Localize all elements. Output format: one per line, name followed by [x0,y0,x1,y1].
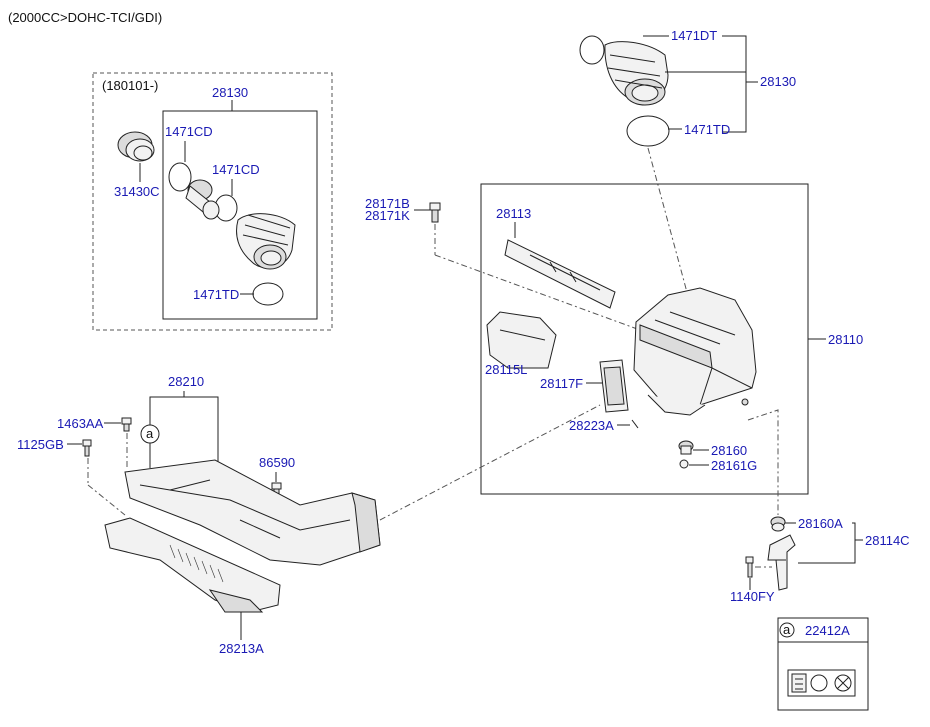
grommet-28160 [678,440,694,455]
bolt-1140FY [745,556,754,578]
label-22412A[interactable]: 22412A [805,623,850,638]
label-28160A[interactable]: 28160A [798,516,843,531]
filter-symbol-icon [791,673,807,693]
label-28171K[interactable]: 28171K [365,208,410,223]
variant-dashed-box [92,72,333,331]
label-1471TD-right[interactable]: 1471TD [684,122,730,137]
variant-inner-box [162,110,318,320]
label-28210[interactable]: 28210 [168,374,204,389]
part-28117F-filter [599,359,629,413]
label-28110[interactable]: 28110 [828,332,863,347]
grommet-28160A [770,516,786,532]
part-28113-strip [504,239,616,309]
label-28223A[interactable]: 28223A [569,418,614,433]
label-28115L[interactable]: 28115L [485,362,527,377]
label-28171B[interactable]: 28171B [365,196,410,211]
clamp-1471CD-a [168,162,192,192]
label-1463AA[interactable]: 1463AA [57,416,104,431]
callout-letter-a: a [146,426,154,441]
label-31430C[interactable]: 31430C [114,184,160,199]
bolt-28171 [429,202,441,223]
clamp-1471TD-right [626,115,670,147]
no-hand-icon [810,674,852,692]
variant-title-label[interactable]: 28130 [212,85,248,100]
label-1125GB[interactable]: 1125GB [17,437,64,452]
variant-date-label: (180101-) [102,78,158,93]
intake-hose-assembly [579,35,669,106]
grommet-28161G [679,459,689,469]
callout-letter-a-small: a [783,622,791,637]
label-1471DT[interactable]: 1471DT [671,28,717,43]
duct-coupling [185,179,220,220]
air-cleaner-housing [633,287,757,416]
callout-box-22412A [777,617,869,711]
part-31430C-ring [117,131,155,162]
intake-hose-variant [236,213,296,270]
label-28160[interactable]: 28160 [711,443,747,458]
label-1471TD-left[interactable]: 1471TD [193,287,239,302]
label-1471CD-a[interactable]: 1471CD [165,124,213,139]
label-28161G[interactable]: 28161G [711,458,757,473]
label-28113[interactable]: 28113 [496,206,531,221]
label-28117F[interactable]: 28117F [540,376,583,391]
warning-label-icon [787,669,856,697]
label-28114C[interactable]: 28114C [865,533,910,548]
engine-spec-header: (2000CC>DOHC-TCI/GDI) [8,10,162,25]
bolt-1463AA [121,417,132,432]
bolt-1125GB [82,439,92,457]
label-86590[interactable]: 86590 [259,455,295,470]
label-28130-right[interactable]: 28130 [760,74,796,89]
callout-circle-a-small [779,622,795,638]
duct-28213A [104,517,281,613]
label-1471CD-b[interactable]: 1471CD [212,162,260,177]
duct-28210 [124,459,381,566]
label-1140FY[interactable]: 1140FY [730,589,775,604]
part-28115L-cover [486,311,557,369]
clamp-1471TD-left [252,282,284,306]
label-28213A[interactable]: 28213A [219,641,264,656]
screw-28223A [631,419,639,429]
bracket-28114C [767,534,796,591]
